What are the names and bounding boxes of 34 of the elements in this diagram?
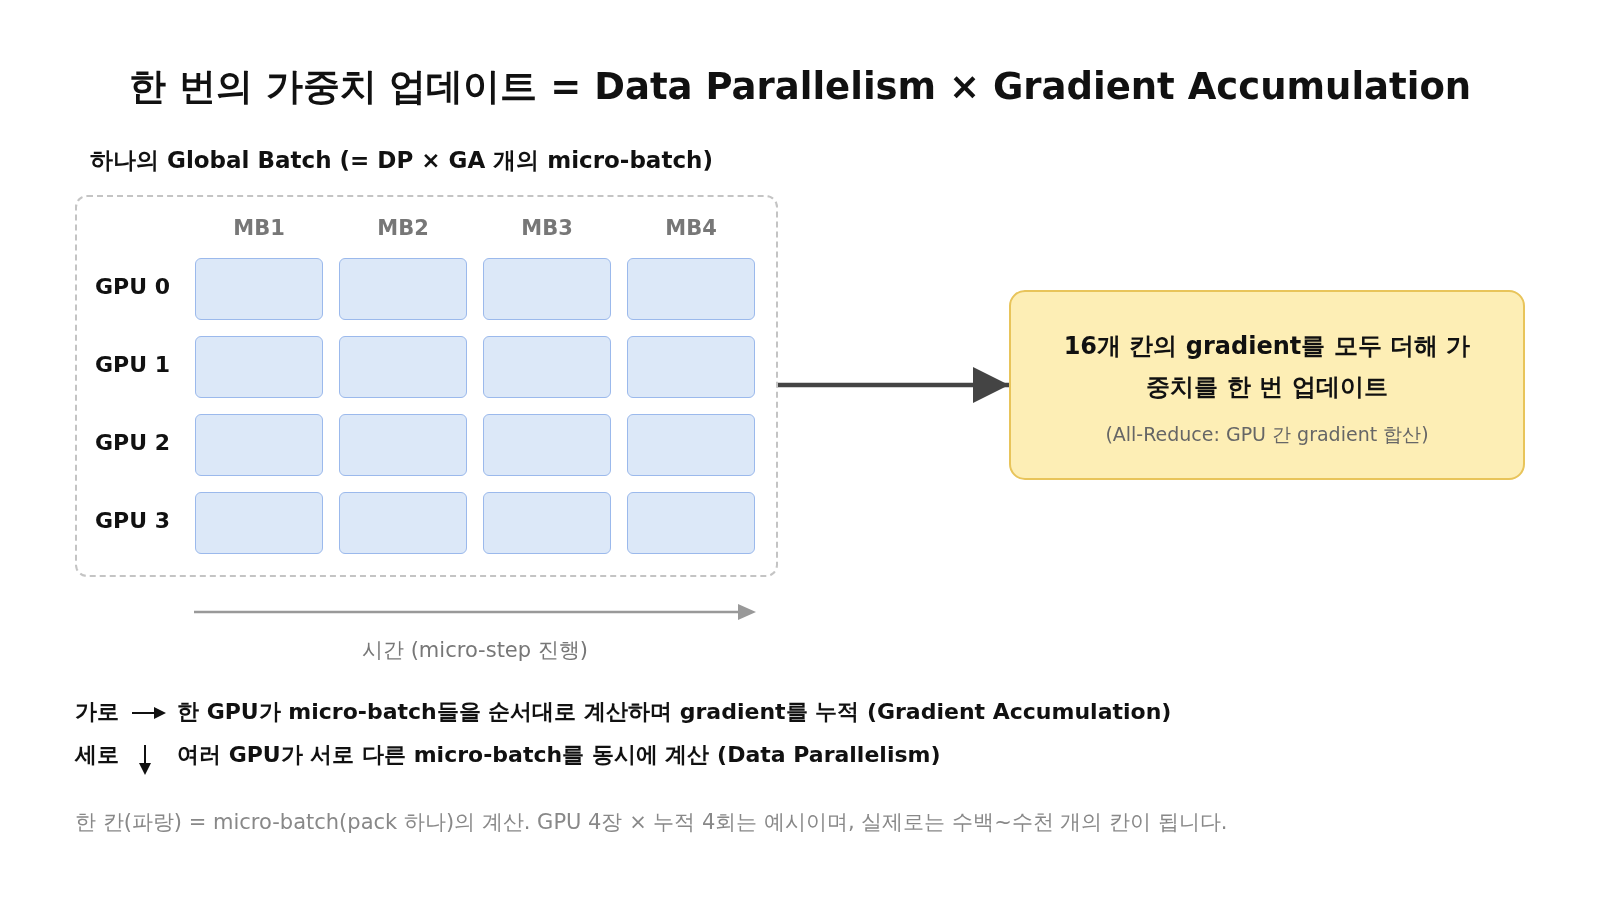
micro-batch-cell — [195, 492, 323, 554]
caption: 한 칸(파랑) = micro-batch(pack 하나)의 계산. GPU 4장 × 누적 4회는 예시이며, 실제로는 수백~수천 개의 칸이 됩니다. — [75, 809, 1228, 836]
micro-batch-cell — [339, 258, 467, 320]
explanation-text: 여러 GPU가 서로 다른 micro-batch를 동시에 계산 (Data Parallelism) — [177, 741, 941, 769]
micro-batch-cell — [627, 336, 755, 398]
row-label: GPU 0 — [95, 274, 170, 299]
micro-batch-cell — [627, 492, 755, 554]
row-caption: 가로 — [75, 698, 119, 726]
group-heading: 하나의 Global Batch (= DP × GA 개의 micro-batch) — [90, 146, 713, 175]
micro-batch-cell — [339, 414, 467, 476]
micro-batch-cell — [483, 258, 611, 320]
column-header: MB1 — [232, 216, 286, 240]
micro-batch-cell — [195, 414, 323, 476]
micro-batch-cell — [483, 492, 611, 554]
column-header: MB4 — [664, 216, 718, 240]
micro-batch-cell — [195, 336, 323, 398]
micro-batch-cell — [483, 414, 611, 476]
micro-batch-cell — [627, 414, 755, 476]
column-header: MB3 — [520, 216, 574, 240]
micro-batch-cell — [627, 258, 755, 320]
row-label: GPU 2 — [95, 430, 170, 455]
micro-batch-cell — [339, 336, 467, 398]
explanation-text: 한 GPU가 micro-batch들을 순서대로 계산하며 gradient를 누적 (Gradient Accumulation) — [177, 698, 1172, 726]
micro-batch-cell — [339, 492, 467, 554]
micro-batch-cell — [195, 258, 323, 320]
row-label: GPU 1 — [95, 352, 170, 377]
axis-label: 시간 (micro-step 진행) — [361, 637, 589, 664]
arrow — [777, 367, 1009, 403]
row-label: GPU 3 — [95, 508, 170, 533]
column-header: MB2 — [376, 216, 430, 240]
title: 한 번의 가중치 업데이트 = Data Parallelism × Gradient Accumulation — [127, 64, 1473, 110]
result-box: 16개 칸의 gradient를 모두 더해 가중치를 한 번 업데이트 (All-Reduce: GPU 간 gradient 합산) — [1009, 290, 1525, 480]
column-caption: 세로 — [75, 741, 119, 769]
micro-batch-cell — [483, 336, 611, 398]
